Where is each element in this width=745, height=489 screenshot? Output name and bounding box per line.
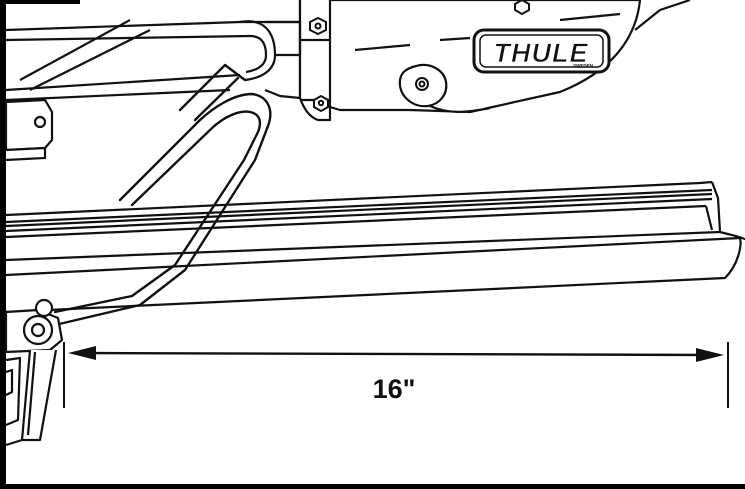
dimension-line [77, 351, 713, 357]
pivot-bracket [4, 298, 64, 447]
hub-bolts [309, 0, 530, 113]
hub-assembly [264, 0, 691, 122]
dimension-label: 16" [373, 374, 416, 404]
carrier-arm-tube [53, 63, 272, 327]
arrowhead-left [68, 346, 96, 360]
arrowhead-right [696, 348, 724, 362]
left-clamp [4, 98, 54, 162]
logo-subtext: SWEDEN [573, 63, 593, 68]
logo-wordmark: THULE [494, 38, 589, 68]
hub-arm [5, 19, 302, 102]
bumper-rail [5, 180, 745, 314]
thule-logo: THULE SWEDEN [472, 28, 611, 74]
dimension-indicator [63, 342, 729, 408]
